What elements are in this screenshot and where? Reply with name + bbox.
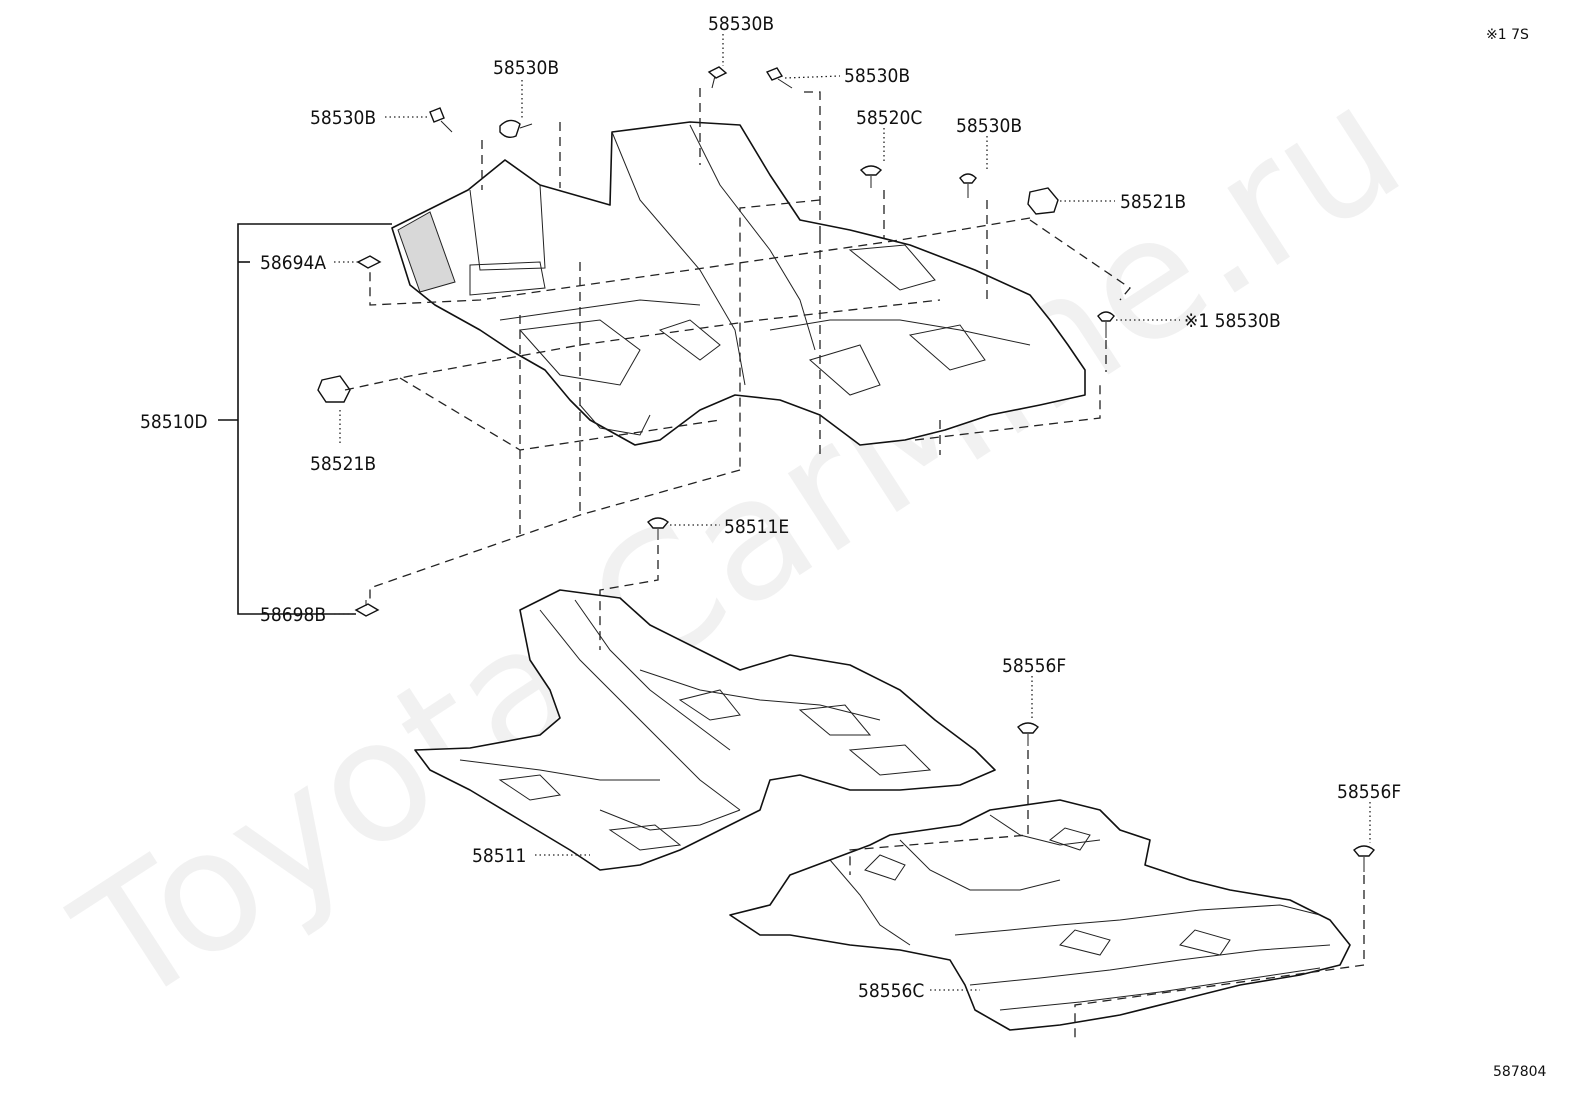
assembly-lines	[344, 88, 1365, 1040]
push-clip-icon	[959, 173, 977, 198]
rear-floor-silencer-illustration	[729, 799, 1351, 1031]
bolt-icon	[429, 107, 453, 133]
fastener-icons	[317, 66, 1375, 872]
part-label-58510d: 58510D	[140, 411, 208, 433]
part-label-58520c: 58520C	[856, 107, 922, 129]
part-label-58511: 58511	[472, 845, 526, 867]
bracket-clip-icon	[1027, 187, 1059, 215]
part-label-58521b-right: 58521B	[1120, 191, 1186, 213]
part-label-58694a: 58694A	[260, 252, 326, 274]
part-label-58556f-right: 58556F	[1337, 781, 1401, 803]
group-bracket-lines	[218, 223, 392, 615]
diagram-number: 587804	[1493, 1064, 1547, 1080]
push-clip-icon	[1353, 845, 1375, 872]
bolt-icon	[707, 66, 728, 89]
push-clip-icon	[1097, 311, 1115, 338]
push-clip-icon	[647, 517, 669, 540]
part-label-58530b-top: 58530B	[708, 13, 774, 35]
part-label-58511e: 58511E	[724, 516, 789, 538]
push-clip-icon	[499, 119, 533, 139]
part-label-58530b-left: 58530B	[310, 107, 376, 129]
part-label-58556f-mid: 58556F	[1002, 655, 1066, 677]
bolt-icon	[765, 67, 793, 89]
retainer-clip-icon	[356, 255, 382, 269]
part-label-58530b-upper-left: 58530B	[493, 57, 559, 79]
part-label-58530b-upper-right: 58530B	[844, 65, 910, 87]
part-label-58530b-note: ※1 58530B	[1184, 310, 1281, 332]
leader-lines	[334, 34, 1371, 991]
corner-note: ※1 7S	[1486, 27, 1529, 43]
push-clip-icon	[1017, 722, 1039, 746]
part-label-58698b: 58698B	[260, 604, 326, 626]
part-label-58556c: 58556C	[858, 980, 924, 1002]
bracket-clip-icon	[317, 375, 351, 403]
part-label-58521b-left: 58521B	[310, 453, 376, 475]
floor-silencer-illustration	[414, 589, 996, 871]
front-floor-carpet-illustration	[391, 121, 1086, 446]
part-labels: 58530B 58530B 58530B 58530B 58520C 58530…	[140, 13, 1401, 1002]
push-clip-icon	[859, 165, 883, 188]
part-label-58530b-mid: 58530B	[956, 115, 1022, 137]
retainer-clip-icon	[354, 600, 380, 617]
